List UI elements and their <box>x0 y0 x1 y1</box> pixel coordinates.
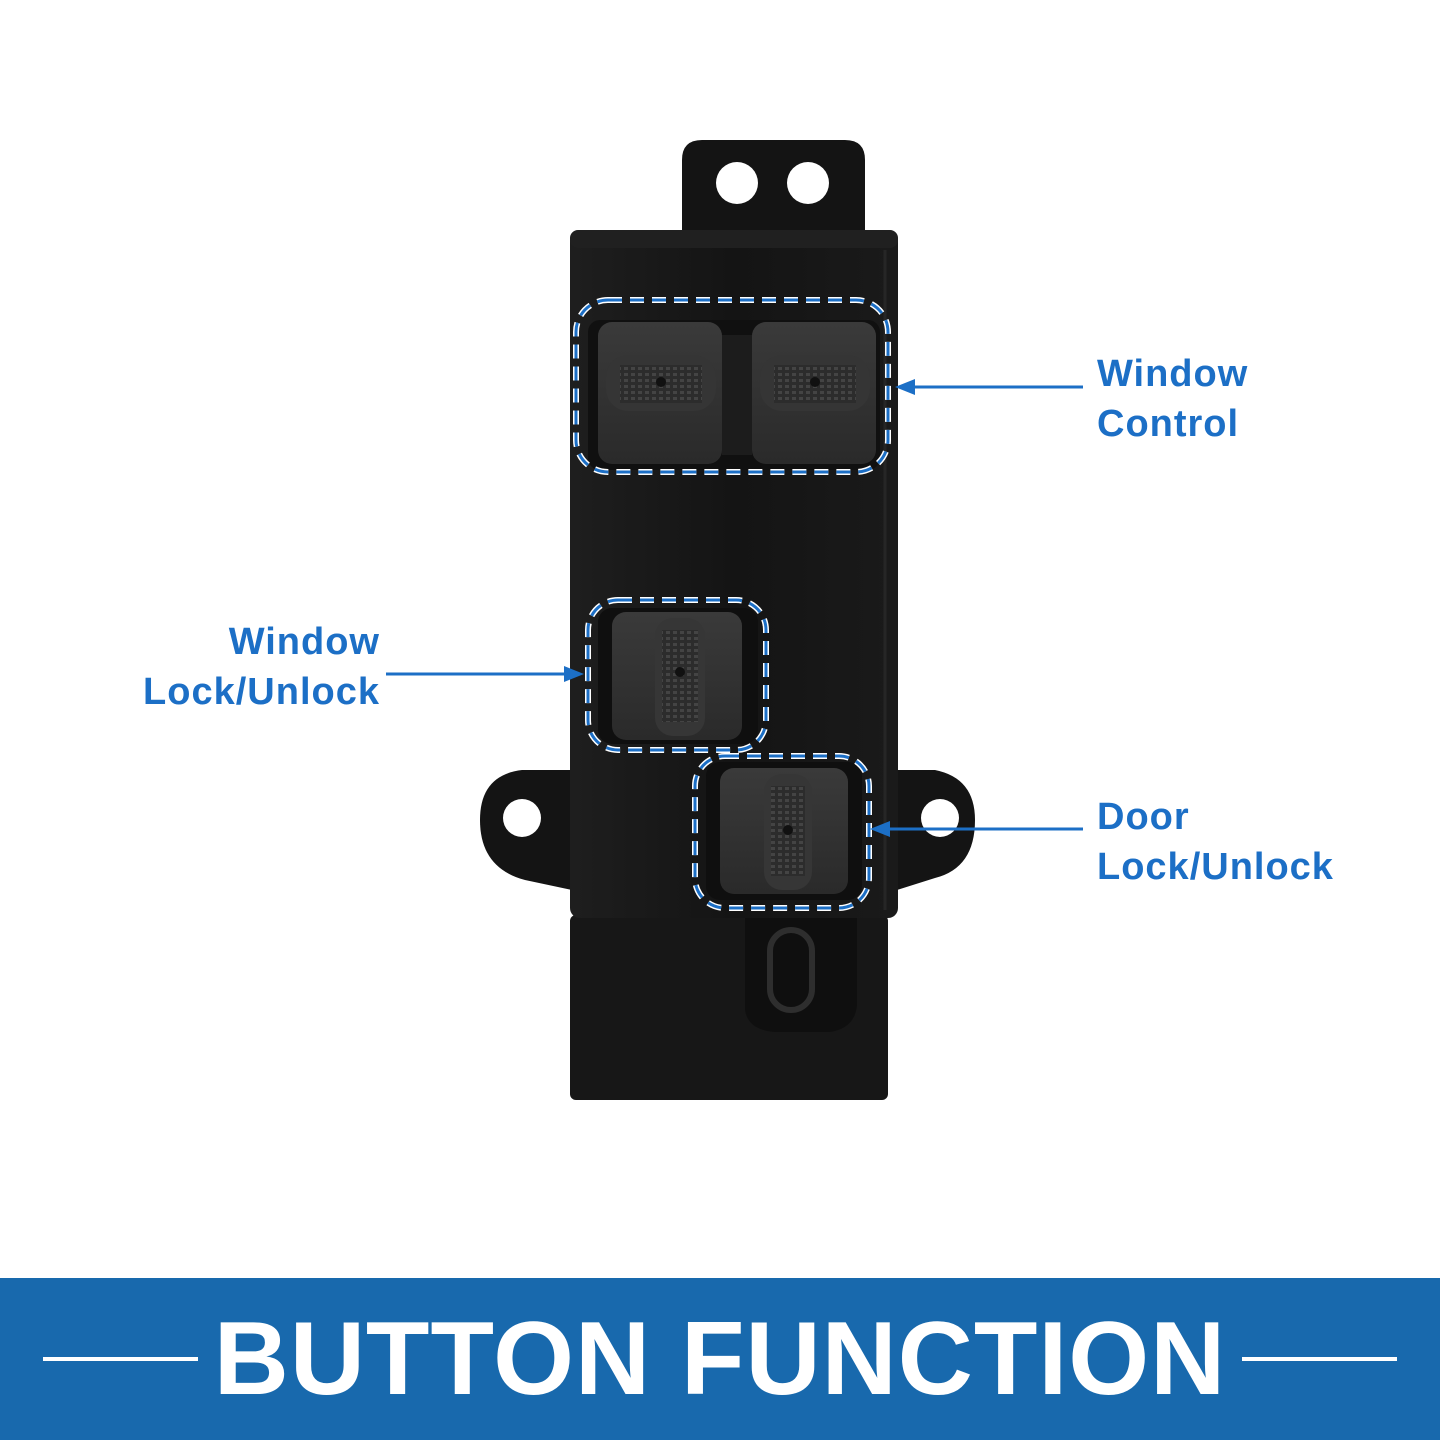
top-mounting-tab <box>682 140 865 240</box>
highlight-door-lock <box>692 753 872 911</box>
arrow-door-lock <box>870 821 1083 837</box>
callout-window-control-line1: Window <box>1097 353 1249 395</box>
arrow-window-control <box>895 379 1083 395</box>
callout-window-lock-line2: Lock/Unlock <box>143 671 380 713</box>
window-control-switches <box>588 320 880 470</box>
left-mounting-ear <box>480 770 572 890</box>
callout-door-lock: Door Lock/Unlock <box>1097 792 1334 892</box>
window-rocker-left <box>598 322 722 464</box>
callout-window-lock-line1: Window <box>228 621 380 663</box>
callout-window-control: Window Control <box>1097 349 1248 449</box>
callout-window-lock: Window Lock/Unlock <box>120 617 380 717</box>
highlight-window-control <box>573 297 891 475</box>
mounting-hole-left <box>716 162 758 204</box>
door-lock-switch <box>706 762 862 900</box>
title-banner: BUTTON FUNCTION <box>0 1278 1440 1440</box>
callout-door-lock-line2: Lock/Unlock <box>1097 846 1334 888</box>
connector-housing <box>570 915 888 1100</box>
banner-rule-right <box>1242 1357 1398 1361</box>
banner-title: BUTTON FUNCTION <box>213 1301 1227 1417</box>
window-lock-switch <box>598 608 758 744</box>
banner-rule-left <box>42 1357 198 1361</box>
callout-window-control-line2: Control <box>1097 403 1240 445</box>
highlight-window-lock <box>585 597 769 753</box>
arrow-window-lock <box>386 666 584 682</box>
callout-door-lock-line1: Door <box>1097 796 1190 838</box>
window-rocker-right <box>752 322 876 464</box>
mounting-hole-right <box>787 162 829 204</box>
